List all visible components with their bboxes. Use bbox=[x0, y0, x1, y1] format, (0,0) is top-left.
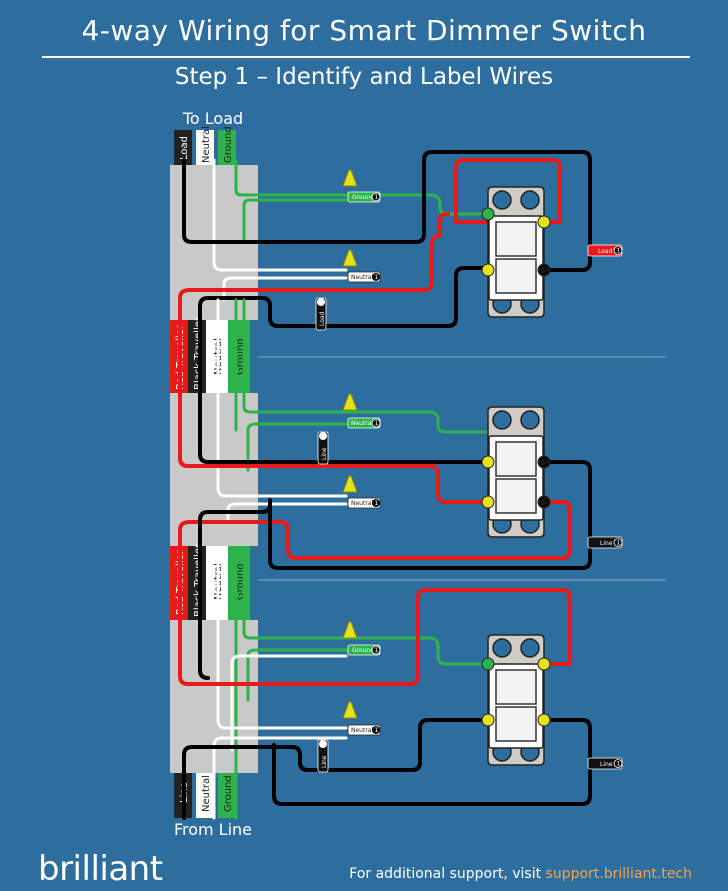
label-load-top: Load bbox=[179, 136, 190, 160]
svg-text:Load: Load bbox=[598, 248, 613, 255]
svg-text:1: 1 bbox=[375, 420, 379, 427]
from-line-label: From Line bbox=[174, 820, 252, 839]
svg-text:Ground: Ground bbox=[352, 647, 374, 654]
vertical-tag-1: Load bbox=[315, 297, 327, 331]
section-2-switch[interactable] bbox=[487, 406, 545, 538]
wire-nuts bbox=[342, 169, 358, 719]
ground-tag-2: Neutral 1 bbox=[347, 417, 381, 429]
section-1-switch[interactable] bbox=[487, 186, 545, 318]
svg-text:1: 1 bbox=[375, 647, 379, 654]
support-link[interactable]: support.brilliant.tech bbox=[545, 866, 692, 882]
label-neutral-bottom: Neutral bbox=[201, 775, 212, 812]
svg-text:1: 1 bbox=[617, 248, 621, 255]
ground-tag-1: Ground 1 bbox=[347, 191, 381, 203]
switch-terminals bbox=[481, 207, 551, 727]
vertical-tag-2: Line bbox=[317, 431, 329, 465]
neutral-tag-3: Neutral 1 bbox=[347, 724, 381, 736]
neutral-tag-1: Neutral 1 bbox=[347, 271, 381, 283]
title-divider bbox=[42, 56, 690, 58]
svg-text:Neutral: Neutral bbox=[351, 274, 373, 281]
svg-text:Neutral: Neutral bbox=[351, 420, 373, 427]
section-3-switch[interactable] bbox=[487, 634, 545, 766]
svg-text:1: 1 bbox=[617, 761, 621, 768]
neutral-tag-2: Neutral 1 bbox=[347, 497, 381, 509]
line-tag-1: Line 1 bbox=[587, 536, 623, 549]
vertical-tag-3: Line bbox=[317, 739, 329, 773]
footer-support: For additional support, visit support.br… bbox=[349, 866, 692, 882]
label-ground-bottom: Ground bbox=[223, 775, 234, 812]
svg-text:1: 1 bbox=[617, 540, 621, 547]
wire-strip-top bbox=[174, 130, 236, 165]
page-title: 4-way Wiring for Smart Dimmer Switch bbox=[81, 14, 647, 47]
section-3-wires bbox=[178, 558, 592, 820]
page-subtitle: Step 1 – Identify and Label Wires bbox=[174, 64, 554, 90]
to-load-label: To Load bbox=[182, 109, 243, 128]
svg-text:1: 1 bbox=[375, 500, 379, 507]
svg-text:Load: Load bbox=[319, 311, 326, 326]
label-ground-mid-1: Ground bbox=[235, 338, 246, 375]
wire-strip-bottom bbox=[174, 773, 236, 818]
svg-text:Line: Line bbox=[321, 447, 328, 460]
svg-text:Ground: Ground bbox=[352, 194, 374, 201]
svg-text:1: 1 bbox=[375, 727, 379, 734]
footer-text: For additional support, visit bbox=[349, 866, 542, 882]
label-neutral-top: Neutral bbox=[201, 126, 212, 163]
label-ground-mid-2: Ground bbox=[235, 563, 246, 600]
brand-logo: brilliant bbox=[38, 849, 163, 889]
svg-text:Line: Line bbox=[321, 755, 328, 768]
svg-text:Neutral: Neutral bbox=[351, 727, 373, 734]
svg-text:1: 1 bbox=[375, 194, 379, 201]
svg-text:Line: Line bbox=[600, 761, 613, 768]
line-tag-2: Line 1 bbox=[587, 757, 623, 770]
load-tag: Load 1 bbox=[587, 244, 623, 257]
section-2-wires bbox=[178, 298, 592, 602]
label-ground-top: Ground bbox=[223, 126, 234, 163]
svg-text:1: 1 bbox=[375, 274, 379, 281]
svg-text:Neutral: Neutral bbox=[351, 500, 373, 507]
ground-tag-3: Ground 1 bbox=[347, 644, 381, 656]
section-1-wires bbox=[178, 150, 592, 362]
svg-text:Line: Line bbox=[600, 540, 613, 547]
